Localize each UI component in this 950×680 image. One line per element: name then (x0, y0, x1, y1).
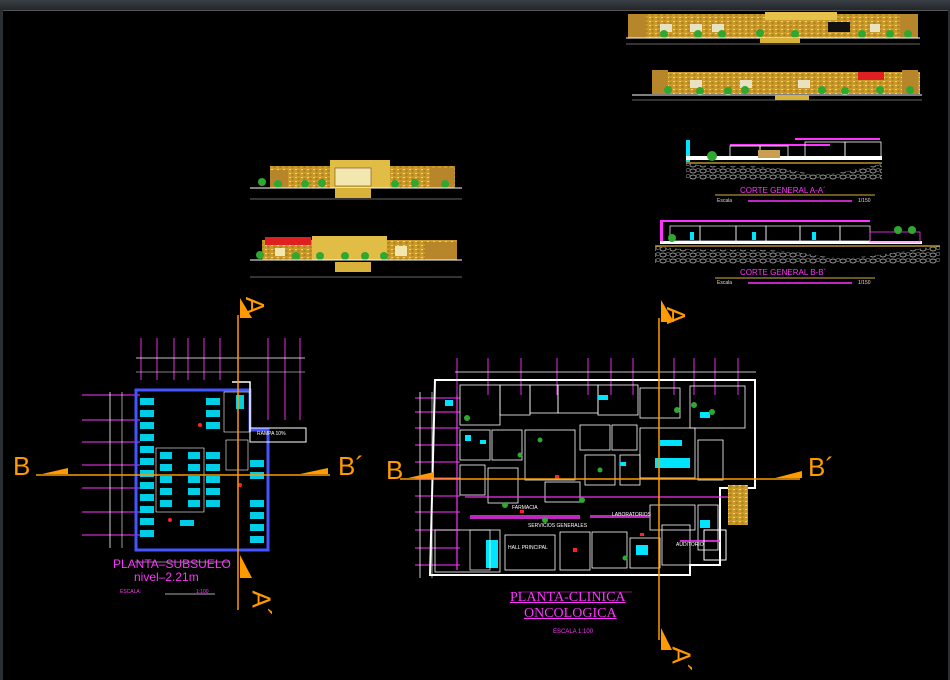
room-label-main-hall: HALL PRINCIPAL (508, 545, 548, 551)
clinic-plan-title-line2: ONCOLOGICA (524, 606, 617, 621)
elevation-middle-1 (250, 160, 462, 200)
clinic-floor-plan[interactable] (415, 358, 756, 578)
section-line-b-left (36, 468, 330, 476)
basement-floor-plan[interactable] (82, 338, 307, 595)
elevation-top-right-1 (626, 12, 920, 45)
room-label-ramp: RAMPA 10% (257, 431, 286, 437)
viewport-left-border (0, 10, 3, 680)
section-marker-a-bottom-right: A´ (666, 646, 697, 673)
elevation-middle-2 (250, 236, 462, 278)
section-marker-b-right-2: B´ (808, 452, 834, 482)
room-label-general-services: SERVICIOS GENERALES (528, 523, 588, 529)
window-title-bar[interactable] (0, 0, 950, 11)
elevation-top-right-2 (632, 70, 922, 101)
section-marker-a-top-left: A (240, 296, 271, 315)
room-label-auditorium: AUDITORIO (676, 542, 704, 548)
viewport-right-border (948, 10, 950, 680)
clinic-plan-scale: ESCALA 1:100 (553, 629, 594, 635)
section-marker-a-top-right: A (661, 306, 692, 325)
basement-scale-value: 1:100 (196, 589, 209, 595)
room-label-laboratories: LABORATORIOS (612, 512, 651, 518)
section-marker-b-right-1: B´ (338, 451, 364, 481)
section-line-a-right (658, 300, 674, 650)
section-a-scale-label: Escala (717, 198, 733, 204)
section-b-title: CORTE GENERAL B-B´ (740, 268, 827, 277)
basement-scale-label: ESCALA: (120, 589, 142, 595)
section-a-a-drawing (686, 138, 882, 180)
section-line-a-left (237, 298, 252, 610)
section-marker-a-bottom-left: A´ (246, 590, 277, 617)
section-b-scale-label: Escala (717, 280, 733, 286)
section-b-scale-value: 1/150 (858, 280, 871, 286)
room-label-pharmacy: FARMACIA (512, 505, 538, 511)
section-b-b-drawing (655, 220, 940, 264)
section-a-scale-value: 1/150 (858, 198, 871, 204)
section-line-b-right (400, 471, 802, 480)
section-marker-b-left-1: B (13, 451, 31, 481)
basement-plan-title: PLANTA–SUBSUELO (113, 557, 231, 571)
clinic-plan-title-line1: PLANTA-CLINICA (510, 590, 626, 605)
section-marker-b-left-2: B (386, 455, 404, 485)
basement-plan-level: nivel–2.21m (134, 570, 199, 584)
section-a-title: CORTE GENERAL A-A´ (740, 186, 826, 195)
